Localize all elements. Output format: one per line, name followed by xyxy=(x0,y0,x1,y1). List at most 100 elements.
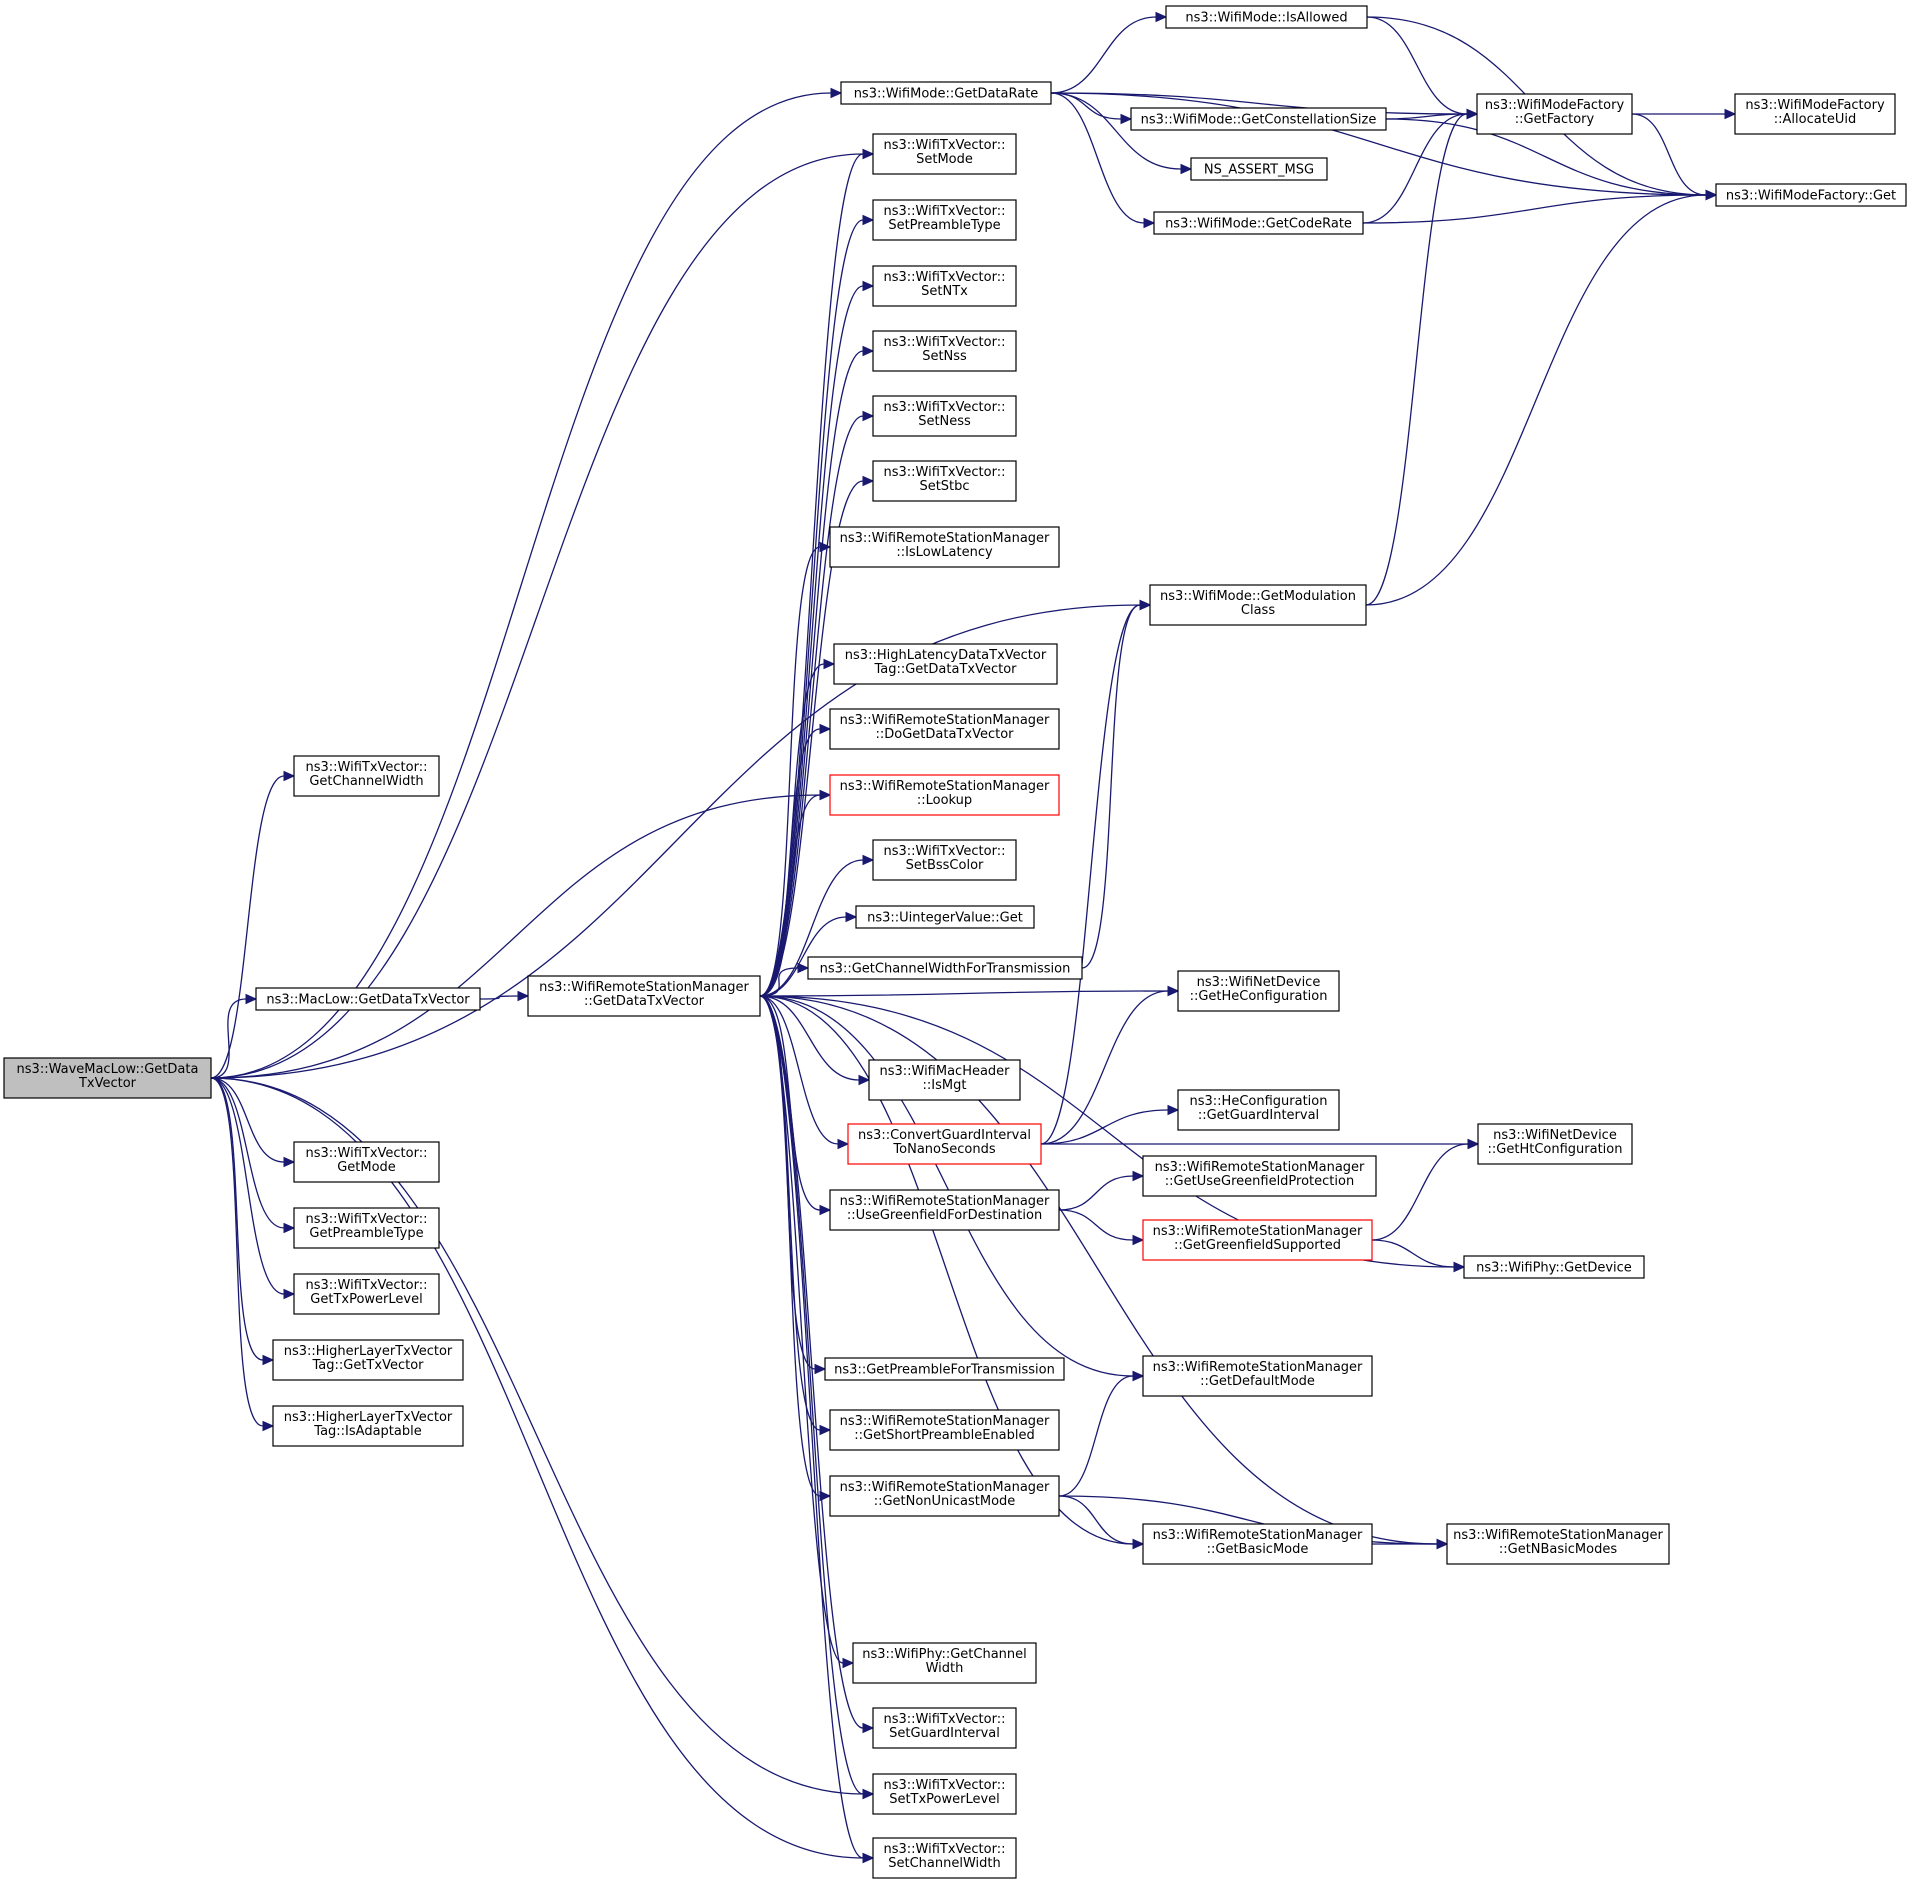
node-phygcw[interactable]: ns3::WifiPhy::GetChannelWidth xyxy=(852,1642,1037,1684)
node-ismgt[interactable]: ns3::WifiMacHeader::IsMgt xyxy=(868,1059,1021,1101)
node-box xyxy=(1177,1089,1340,1131)
edge-line xyxy=(210,775,285,1079)
node-gugp[interactable]: ns3::WifiRemoteStationManager::GetUseGre… xyxy=(1142,1155,1377,1197)
node-wmfau[interactable]: ns3::WifiModeFactory::AllocateUid xyxy=(1734,93,1896,135)
node-setmode[interactable]: ns3::WifiTxVector::SetMode xyxy=(872,133,1017,175)
node-box xyxy=(872,839,1017,881)
node-islow[interactable]: ns3::WifiRemoteStationManager::IsLowLate… xyxy=(829,526,1060,568)
node-hldtx[interactable]: ns3::HighLatencyDataTxVectorTag::GetData… xyxy=(833,643,1058,685)
node-label-line: ns3::WifiTxVector:: xyxy=(305,760,427,775)
edge-rsm-to-gdm xyxy=(759,995,1145,1382)
node-label-line: ns3::WifiPhy::GetChannel xyxy=(862,1647,1027,1662)
node-box xyxy=(1476,93,1633,135)
node-setcw[interactable]: ns3::WifiTxVector::SetChannelWidth xyxy=(872,1837,1017,1879)
node-box xyxy=(1149,584,1367,626)
node-gspe[interactable]: ns3::WifiRemoteStationManager::GetShortP… xyxy=(829,1409,1060,1451)
node-box xyxy=(1477,1123,1633,1165)
node-box xyxy=(872,395,1017,437)
edge-rsm-to-dogdtx xyxy=(759,723,832,997)
node-box xyxy=(829,526,1060,568)
node-box xyxy=(829,1475,1060,1517)
node-ugfd[interactable]: ns3::WifiRemoteStationManager::UseGreenf… xyxy=(829,1189,1060,1231)
node-label-line: ns3::WaveMacLow::GetData xyxy=(17,1062,199,1077)
edge-line xyxy=(759,995,1438,1545)
node-label-line: ns3::WifiRemoteStationManager xyxy=(840,779,1050,794)
node-setpre[interactable]: ns3::WifiTxVector::SetPreambleType xyxy=(872,199,1017,241)
edge-line xyxy=(759,995,844,1664)
node-setness[interactable]: ns3::WifiTxVector::SetNess xyxy=(872,395,1017,437)
node-setstbc[interactable]: ns3::WifiTxVector::SetStbc xyxy=(872,460,1017,502)
node-root[interactable]: ns3::WaveMacLow::GetDataTxVector xyxy=(3,1057,212,1099)
arrowhead-icon xyxy=(262,1354,275,1366)
node-settxp[interactable]: ns3::WifiTxVector::SetTxPowerLevel xyxy=(872,1773,1017,1815)
node-gcs[interactable]: ns3::WifiMode::GetConstellationSize xyxy=(1130,107,1387,131)
edge-line xyxy=(759,546,821,997)
node-box xyxy=(855,905,1035,929)
node-uintget[interactable]: ns3::UintegerValue::Get xyxy=(855,905,1035,929)
node-dogdtx[interactable]: ns3::WifiRemoteStationManager::DoGetData… xyxy=(829,708,1060,750)
node-gbm[interactable]: ns3::WifiRemoteStationManager::GetBasicM… xyxy=(1142,1523,1373,1565)
node-label-line: GetPreambleType xyxy=(309,1226,423,1241)
node-assert[interactable]: NS_ASSERT_MSG xyxy=(1190,157,1328,181)
arrowhead-icon xyxy=(862,345,875,357)
node-gheconf[interactable]: ns3::WifiNetDevice::GetHeConfiguration xyxy=(1177,970,1340,1012)
node-setbss[interactable]: ns3::WifiTxVector::SetBssColor xyxy=(872,839,1017,881)
node-label-line: SetBssColor xyxy=(906,858,984,873)
edge-gmc-to-wmfgf xyxy=(1365,108,1479,606)
node-maclow[interactable]: ns3::MacLow::GetDataTxVector xyxy=(255,987,481,1011)
node-gnum[interactable]: ns3::WifiRemoteStationManager::GetNonUni… xyxy=(829,1475,1060,1517)
arrowhead-icon xyxy=(1155,11,1168,23)
node-hegi[interactable]: ns3::HeConfiguration::GetGuardInterval xyxy=(1177,1089,1340,1131)
node-setntx[interactable]: ns3::WifiTxVector::SetNTx xyxy=(872,265,1017,307)
node-getmode[interactable]: ns3::WifiTxVector::GetMode xyxy=(293,1141,440,1183)
node-box xyxy=(807,956,1083,980)
edge-gbm-to-gnbm xyxy=(1372,1538,1449,1550)
node-gcr[interactable]: ns3::WifiMode::GetCodeRate xyxy=(1153,211,1364,235)
node-ghtconf[interactable]: ns3::WifiNetDevice::GetHtConfiguration xyxy=(1477,1123,1633,1165)
node-gnbm[interactable]: ns3::WifiRemoteStationManager::GetNBasic… xyxy=(1446,1523,1670,1565)
edge-root-to-hlgtx xyxy=(210,1077,275,1366)
node-phydev[interactable]: ns3::WifiPhy::GetDevice xyxy=(1463,1255,1645,1279)
node-gdr[interactable]: ns3::WifiMode::GetDataRate xyxy=(840,81,1052,105)
node-setnss[interactable]: ns3::WifiTxVector::SetNss xyxy=(872,330,1017,372)
node-label-line: ns3::WifiRemoteStationManager xyxy=(840,713,1050,728)
node-label-line: SetMode xyxy=(916,152,973,167)
node-gettxp[interactable]: ns3::WifiTxVector::GetTxPowerLevel xyxy=(293,1273,440,1315)
edge-line xyxy=(759,153,864,997)
edge-line xyxy=(759,480,864,997)
node-wmfget[interactable]: ns3::WifiModeFactory::Get xyxy=(1715,183,1907,207)
node-lookup[interactable]: ns3::WifiRemoteStationManager::Lookup xyxy=(829,774,1060,816)
node-gcwft[interactable]: ns3::GetChannelWidthForTransmission xyxy=(807,956,1083,980)
node-box xyxy=(293,1273,440,1315)
node-label-line: ::GetDefaultMode xyxy=(1200,1374,1315,1389)
node-gpft[interactable]: ns3::GetPreambleForTransmission xyxy=(824,1357,1065,1381)
node-rsm[interactable]: ns3::WifiRemoteStationManager::GetDataTx… xyxy=(527,975,761,1017)
node-label-line: ns3::WifiRemoteStationManager xyxy=(539,980,749,995)
node-box xyxy=(1142,1355,1373,1397)
arrowhead-icon xyxy=(1132,1538,1145,1550)
arrowhead-icon xyxy=(283,1156,296,1168)
node-label-line: SetStbc xyxy=(919,479,969,494)
node-label-line: ns3::WifiRemoteStationManager xyxy=(840,1194,1050,1209)
edge-line xyxy=(759,967,799,997)
node-isallowed[interactable]: ns3::WifiMode::IsAllowed xyxy=(1165,5,1368,29)
edge-cgi-to-gheconf xyxy=(1040,985,1180,1145)
node-gcw[interactable]: ns3::WifiTxVector::GetChannelWidth xyxy=(293,755,440,797)
node-wmfgf[interactable]: ns3::WifiModeFactory::GetFactory xyxy=(1476,93,1633,135)
edge-gdr-to-assert xyxy=(1050,92,1193,175)
node-box xyxy=(255,987,481,1011)
node-getpre[interactable]: ns3::WifiTxVector::GetPreambleType xyxy=(293,1207,440,1249)
arrowhead-icon xyxy=(1180,163,1193,175)
arrowhead-icon xyxy=(837,1138,850,1150)
arrowhead-icon xyxy=(819,789,832,801)
edge-rsm-to-gheconf xyxy=(759,985,1180,997)
node-setgi[interactable]: ns3::WifiTxVector::SetGuardInterval xyxy=(872,1707,1017,1749)
node-ggs[interactable]: ns3::WifiRemoteStationManager::GetGreenf… xyxy=(1142,1219,1373,1261)
edge-gmc-to-wmfget xyxy=(1365,189,1718,606)
arrowhead-icon xyxy=(862,1852,875,1864)
node-gdm[interactable]: ns3::WifiRemoteStationManager::GetDefaul… xyxy=(1142,1355,1373,1397)
